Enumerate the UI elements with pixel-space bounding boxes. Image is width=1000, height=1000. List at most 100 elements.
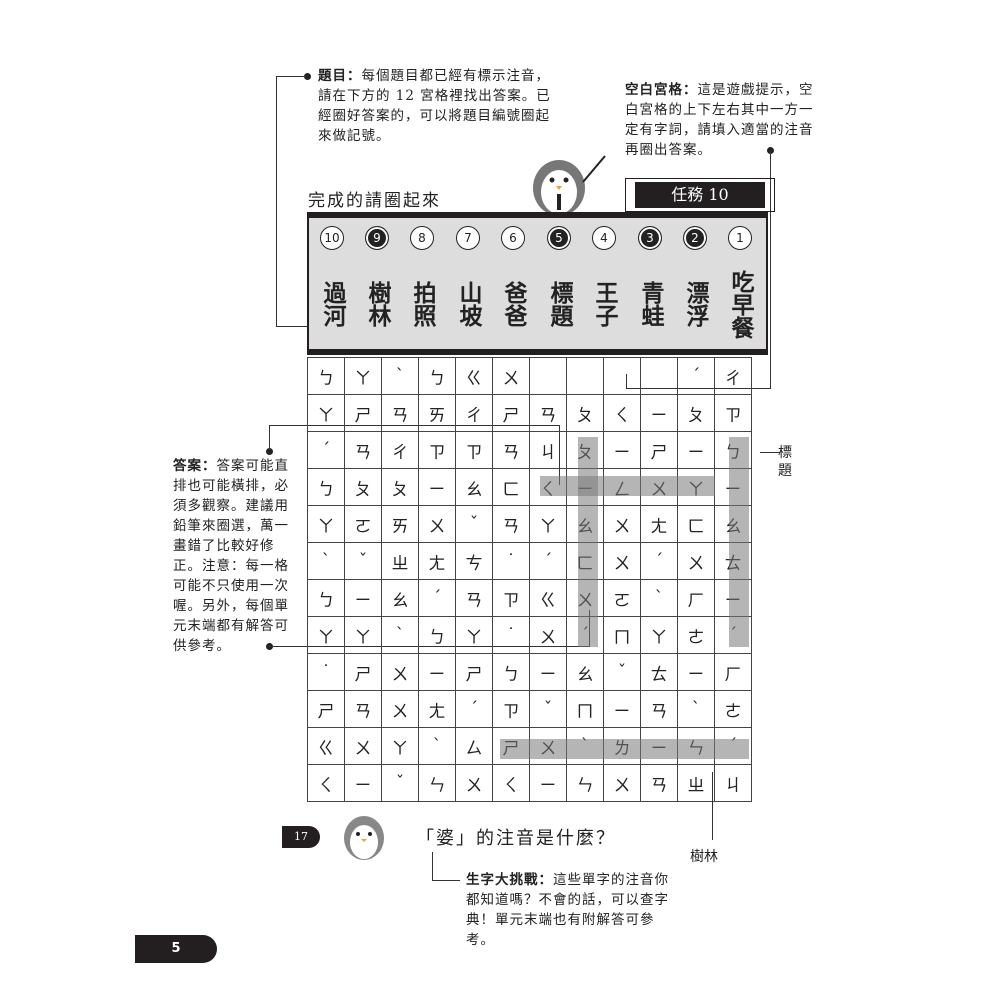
grid-cell[interactable]: ㄍ [307, 727, 345, 765]
grid-cell[interactable]: ˋ [381, 616, 419, 654]
grid-cell[interactable]: ㄇ [603, 616, 641, 654]
grid-cell[interactable] [566, 357, 604, 395]
grid-cell[interactable]: ㄨ [455, 764, 493, 802]
grid-cell[interactable]: ˋ [307, 542, 345, 580]
grid-cell[interactable]: ˊ [307, 431, 345, 469]
grid-cell[interactable] [603, 357, 641, 395]
grid-cell[interactable]: ㄑ [603, 394, 641, 432]
grid-cell[interactable]: ˇ [529, 690, 567, 728]
grid-cell[interactable]: ㄢ [529, 394, 567, 432]
grid-cell[interactable]: ㄨ [381, 653, 419, 691]
grid-cell[interactable]: ㄧ [603, 431, 641, 469]
grid-cell[interactable]: ㄧ [344, 764, 382, 802]
grid-cell[interactable]: ㄊ [640, 653, 678, 691]
grid-cell[interactable]: ㄢ [455, 579, 493, 617]
grid-cell[interactable]: ㄚ [307, 616, 345, 654]
grid-cell[interactable]: ㄘ [455, 542, 493, 580]
grid-cell[interactable]: ㄗ [418, 431, 456, 469]
grid-cell[interactable]: ㄧ [640, 394, 678, 432]
grid-cell[interactable]: ㄅ [418, 357, 456, 395]
grid-cell[interactable]: ㄔ [381, 431, 419, 469]
grid-cell[interactable]: ㄚ [344, 616, 382, 654]
grid-cell[interactable]: ㄕ [640, 431, 678, 469]
grid-cell[interactable]: ㄧ [529, 653, 567, 691]
grid-cell[interactable]: ㄆ [344, 468, 382, 506]
grid-cell[interactable]: ㄣ [566, 764, 604, 802]
grid-cell[interactable]: ㄞ [418, 394, 456, 432]
grid-cell[interactable]: ㄙ [455, 727, 493, 765]
grid-cell[interactable]: ㄅ [492, 653, 530, 691]
grid-cell[interactable]: ㄨ [381, 690, 419, 728]
grid-cell[interactable]: ㄨ [344, 727, 382, 765]
grid-cell[interactable]: ˊ [640, 542, 678, 580]
grid-cell[interactable]: ㄨ [677, 542, 715, 580]
grid-cell[interactable]: ㄤ [640, 505, 678, 543]
grid-cell[interactable]: ㄅ [307, 357, 345, 395]
grid-cell[interactable]: ㄛ [603, 579, 641, 617]
grid-cell[interactable]: ㄢ [492, 431, 530, 469]
grid-cell[interactable]: ㄧ [677, 431, 715, 469]
word-number[interactable]: 10 [320, 226, 344, 250]
grid-cell[interactable]: ˇ [603, 653, 641, 691]
grid-cell[interactable]: ˇ [455, 505, 493, 543]
grid-cell[interactable]: ㄗ [455, 431, 493, 469]
grid-cell[interactable]: ㄚ [381, 727, 419, 765]
grid-cell[interactable]: ㄨ [603, 764, 641, 802]
grid-cell[interactable]: ㄞ [381, 505, 419, 543]
grid-cell[interactable]: ㄢ [344, 431, 382, 469]
grid-cell[interactable]: ㄕ [307, 690, 345, 728]
grid-cell[interactable]: ㄢ [640, 690, 678, 728]
grid-cell[interactable]: ㄣ [418, 764, 456, 802]
grid-cell[interactable]: ㄚ [640, 616, 678, 654]
grid-cell[interactable]: ˙ [492, 542, 530, 580]
grid-cell[interactable]: ㄍ [455, 357, 493, 395]
word-number[interactable]: 7 [456, 226, 480, 250]
word-number[interactable]: 2 [683, 226, 707, 250]
grid-cell[interactable]: ㄚ [344, 357, 382, 395]
grid-cell[interactable] [640, 357, 678, 395]
grid-cell[interactable]: ㄧ [418, 653, 456, 691]
grid-cell[interactable]: ㄓ [677, 764, 715, 802]
grid-cell[interactable]: ˋ [418, 727, 456, 765]
grid-cell[interactable]: ㄐ [529, 431, 567, 469]
grid-cell[interactable]: ㄈ [492, 468, 530, 506]
grid-cell[interactable]: ˇ [381, 764, 419, 802]
grid-cell[interactable]: ㄨ [418, 505, 456, 543]
grid-cell[interactable]: ㄕ [492, 394, 530, 432]
grid-cell[interactable]: ㄈ [677, 505, 715, 543]
grid-cell[interactable]: ㄏ [677, 579, 715, 617]
word-number[interactable]: 6 [501, 226, 525, 250]
grid-cell[interactable]: ˋ [381, 357, 419, 395]
grid-cell[interactable]: ㄑ [307, 764, 345, 802]
grid-cell[interactable]: ㄠ [455, 468, 493, 506]
grid-cell[interactable]: ㄆ [566, 394, 604, 432]
grid-cell[interactable]: ㄨ [603, 542, 641, 580]
grid-cell[interactable]: ㄔ [455, 394, 493, 432]
grid-cell[interactable]: ㄕ [344, 653, 382, 691]
grid-cell[interactable]: ㄕ [344, 394, 382, 432]
grid-cell[interactable]: ㄨ [603, 505, 641, 543]
grid-cell[interactable]: ˙ [307, 653, 345, 691]
grid-cell[interactable]: ㄤ [418, 542, 456, 580]
grid-cell[interactable]: ㄠ [381, 579, 419, 617]
grid-cell[interactable]: ㄜ [714, 690, 752, 728]
grid-cell[interactable]: ㄜ [677, 616, 715, 654]
grid-cell[interactable]: ㄧ [344, 579, 382, 617]
grid-cell[interactable]: ㄢ [640, 764, 678, 802]
grid-cell[interactable]: ㄧ [603, 690, 641, 728]
grid-cell[interactable]: ㄔ [714, 357, 752, 395]
grid-cell[interactable]: ㄨ [529, 616, 567, 654]
grid-cell[interactable]: ˊ [418, 579, 456, 617]
grid-cell[interactable]: ㄕ [455, 653, 493, 691]
grid-cell[interactable]: ㄑ [492, 764, 530, 802]
grid-cell[interactable]: ˋ [640, 579, 678, 617]
word-number[interactable]: 4 [592, 226, 616, 250]
grid-cell[interactable]: ㄆ [381, 468, 419, 506]
grid-cell[interactable]: ㄗ [492, 690, 530, 728]
grid-cell[interactable]: ㄚ [307, 394, 345, 432]
grid-cell[interactable]: ㄅ [418, 616, 456, 654]
grid-cell[interactable]: ㄢ [381, 394, 419, 432]
grid-cell[interactable]: ㄅ [307, 468, 345, 506]
grid-cell[interactable]: ˙ [492, 616, 530, 654]
grid-cell[interactable]: ˋ [677, 690, 715, 728]
